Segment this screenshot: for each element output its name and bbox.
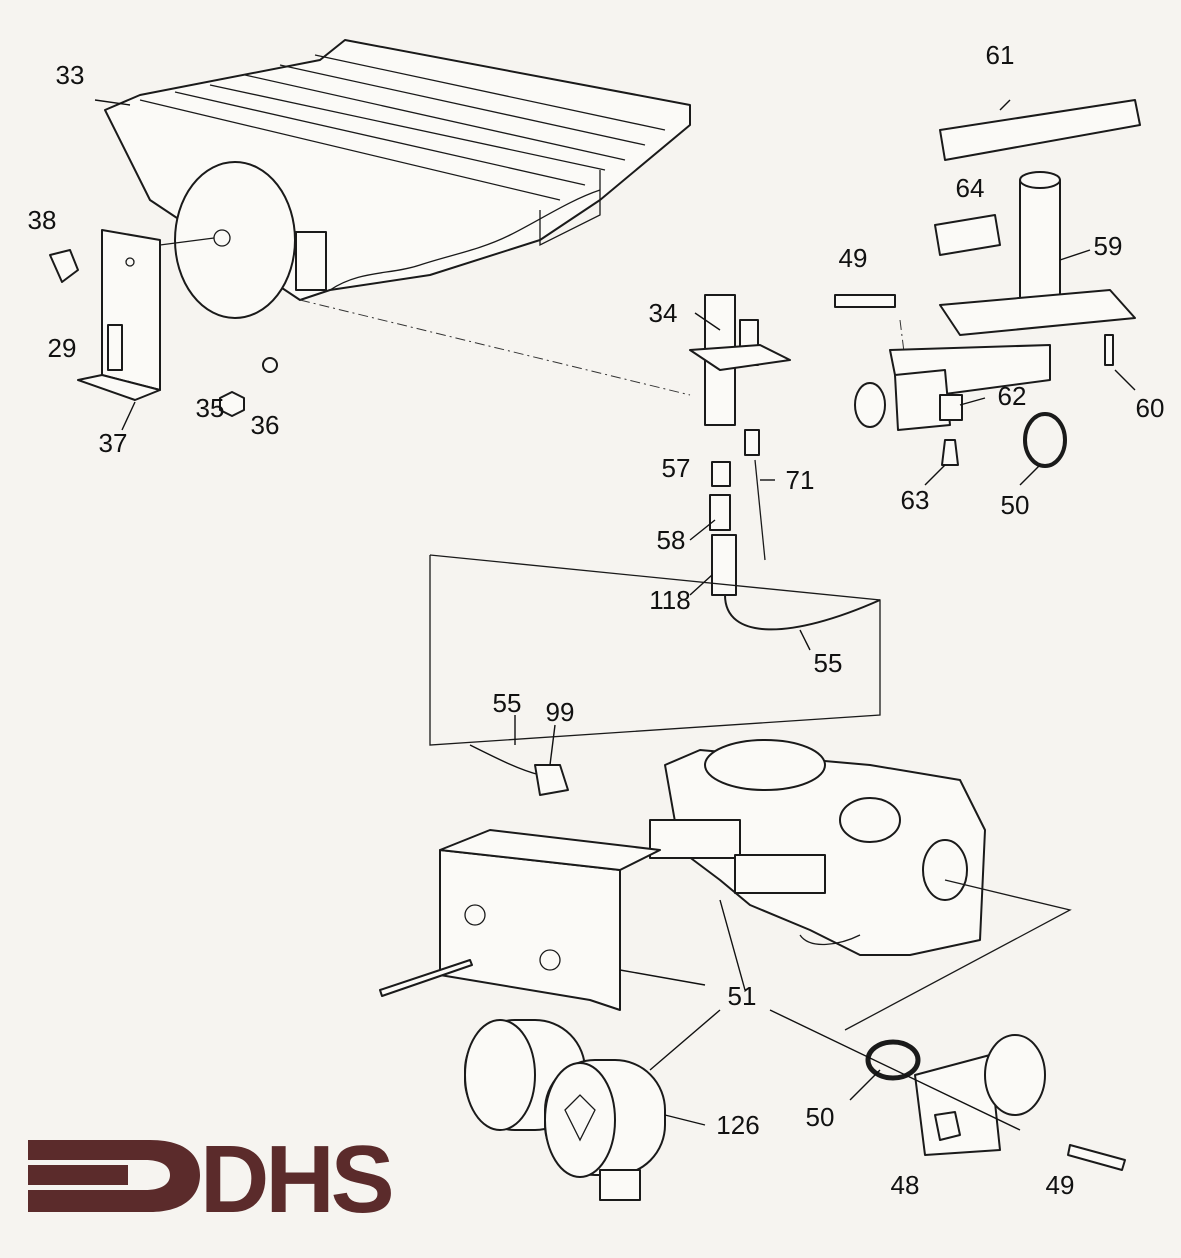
label-55: 55 (493, 688, 522, 718)
label-60: 60 (1136, 393, 1165, 423)
logo-text: DHS (200, 1126, 392, 1233)
small-bracket (295, 231, 327, 291)
mounting-bracket (49, 229, 161, 401)
seal-50 (865, 1039, 921, 1081)
label-29: 29 (48, 333, 77, 363)
label-38: 38 (28, 205, 57, 235)
label-126: 126 (716, 1110, 759, 1140)
valve-cover-box (379, 829, 661, 1011)
label-50: 50 (806, 1102, 835, 1132)
label-50: 50 (1001, 490, 1030, 520)
label-48: 48 (891, 1170, 920, 1200)
label-62: 62 (998, 381, 1027, 411)
label-33: 33 (56, 60, 85, 90)
heat-exchanger (104, 39, 691, 319)
label-99: 99 (546, 697, 575, 727)
label-59: 59 (1094, 231, 1123, 261)
label-55: 55 (814, 648, 843, 678)
label-71: 71 (786, 465, 815, 495)
gas-valve (649, 739, 986, 956)
label-34: 34 (649, 298, 678, 328)
label-36: 36 (251, 410, 280, 440)
label-61: 61 (986, 40, 1015, 70)
label-63: 63 (901, 485, 930, 515)
label-37: 37 (99, 428, 128, 458)
label-49: 49 (1046, 1170, 1075, 1200)
leader-lines (94, 99, 1136, 1131)
label-64: 64 (956, 173, 985, 203)
label-58: 58 (657, 525, 686, 555)
fitting-99 (534, 764, 569, 796)
pilot-assembly (689, 294, 881, 631)
washer-36 (262, 357, 278, 373)
dhs-logo: DHS (28, 1126, 396, 1233)
label-35: 35 (196, 393, 225, 423)
label-51: 51 (728, 981, 757, 1011)
screw-35 (219, 391, 245, 417)
burner-assembly (834, 99, 1141, 468)
label-49: 49 (839, 243, 868, 273)
part-number-labels: 33 38 29 35 36 37 34 49 64 61 59 62 60 6… (28, 40, 1165, 1200)
label-57: 57 (662, 453, 691, 483)
gas-inlet-connector (914, 1034, 1126, 1171)
label-118: 118 (649, 585, 690, 615)
solenoid-coils (464, 1019, 666, 1201)
